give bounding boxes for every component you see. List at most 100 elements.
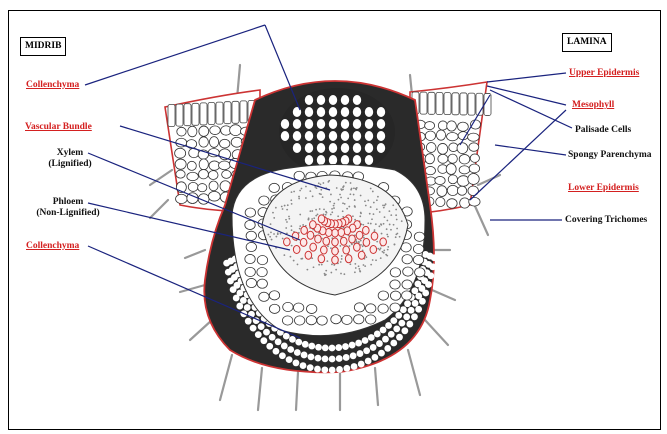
phloem-dot — [370, 264, 372, 266]
phloem-dot — [309, 210, 311, 212]
phloem-dot — [301, 258, 303, 260]
phloem-dot — [392, 204, 394, 206]
xylem-vessel — [318, 255, 325, 263]
phloem-dot — [395, 214, 397, 216]
pointer-line — [487, 73, 566, 82]
collenchyma-cell — [353, 131, 361, 141]
spongy-cell — [176, 170, 185, 178]
xylem-vessel — [323, 237, 330, 245]
collenchyma-cell — [305, 131, 313, 141]
collenchyma-cell — [350, 352, 357, 359]
label-xylem-name: Xylem — [35, 148, 105, 159]
spongy-cell — [426, 143, 436, 153]
collenchyma-cell — [287, 346, 294, 353]
spongy-cell — [469, 197, 480, 206]
collenchyma-cell — [329, 131, 337, 141]
collenchyma-cell — [301, 352, 308, 359]
spongy-cell — [447, 121, 457, 131]
phloem-dot — [322, 196, 324, 198]
phloem-dot — [338, 199, 340, 201]
collenchyma-cell — [269, 334, 276, 341]
collenchyma-cell — [281, 119, 289, 129]
pointer-line — [470, 110, 566, 200]
phloem-dot — [364, 200, 366, 202]
parenchyma-cell — [331, 315, 341, 324]
trichome — [296, 372, 298, 410]
palisade-cell — [224, 102, 231, 124]
collenchyma-cell — [403, 313, 410, 320]
phloem-dot — [375, 223, 377, 225]
phloem-dot — [288, 216, 290, 218]
phloem-dot — [386, 234, 388, 236]
phloem-dot — [354, 199, 356, 201]
parenchyma-cell — [246, 242, 256, 251]
xylem-vessel — [371, 232, 378, 240]
parenchyma-cell — [366, 315, 376, 324]
phloem-dot — [352, 215, 354, 217]
phloem-dot — [378, 225, 380, 227]
collenchyma-cell — [302, 341, 309, 348]
trichome — [375, 368, 378, 405]
parenchyma-cell — [365, 304, 375, 313]
phloem-dot — [311, 218, 313, 220]
phloem-dot — [283, 254, 285, 256]
collenchyma-cell — [305, 107, 313, 117]
phloem-dot — [328, 180, 330, 182]
palisade-cell — [184, 104, 191, 126]
phloem-dot — [330, 214, 332, 216]
collenchyma-cell — [377, 131, 385, 141]
collenchyma-cell — [353, 107, 361, 117]
phloem-dot — [358, 268, 360, 270]
phloem-dot — [267, 234, 269, 236]
spongy-cell — [208, 191, 220, 201]
trichome — [220, 355, 232, 400]
phloem-dot — [349, 245, 351, 247]
palisade-cell — [420, 92, 427, 114]
spongy-cell — [425, 166, 435, 174]
spongy-cell — [448, 154, 457, 163]
parenchyma-cell — [245, 220, 255, 229]
palisade-cell — [208, 103, 215, 125]
parenchyma-cell — [257, 256, 267, 265]
parenchyma-cell — [306, 316, 316, 325]
xylem-vessel — [332, 229, 339, 237]
phloem-dot — [286, 209, 288, 211]
phloem-dot — [348, 206, 350, 208]
phloem-dot — [293, 260, 295, 262]
phloem-dot — [365, 205, 367, 207]
spongy-cell — [469, 164, 479, 173]
spongy-cell — [459, 166, 470, 174]
collenchyma-cell — [250, 325, 257, 332]
label-mesophyll: Mesophyll — [572, 100, 614, 111]
phloem-dot — [318, 264, 320, 266]
collenchyma-cell — [240, 297, 247, 304]
phloem-dot — [281, 206, 283, 208]
phloem-dot — [273, 233, 275, 235]
phloem-dot — [290, 199, 292, 201]
collenchyma-cell — [382, 336, 389, 343]
phloem-dot — [381, 233, 383, 235]
collenchyma-cell — [317, 143, 325, 153]
phloem-dot — [270, 223, 272, 225]
xylem-vessel — [310, 243, 317, 251]
phloem-dot — [359, 270, 361, 272]
phloem-dot — [299, 225, 301, 227]
phloem-dot — [341, 255, 343, 257]
collenchyma-cell — [244, 304, 251, 311]
spongy-cell — [446, 164, 456, 175]
collenchyma-cell — [236, 303, 243, 310]
spongy-cell — [437, 186, 447, 197]
phloem-dot — [354, 206, 356, 208]
label-collenchyma-upper: Collenchyma — [26, 80, 79, 91]
phloem-dot — [342, 188, 344, 190]
phloem-dot — [275, 236, 277, 238]
collenchyma-cell — [322, 355, 329, 362]
xylem-vessel — [358, 251, 365, 259]
phloem-dot — [387, 246, 389, 248]
spongy-cell — [459, 154, 470, 164]
phloem-dot — [339, 194, 341, 196]
parenchyma-cell — [354, 315, 364, 324]
spongy-cell — [425, 122, 435, 130]
trichome — [185, 250, 205, 258]
collenchyma-cell — [351, 363, 358, 370]
